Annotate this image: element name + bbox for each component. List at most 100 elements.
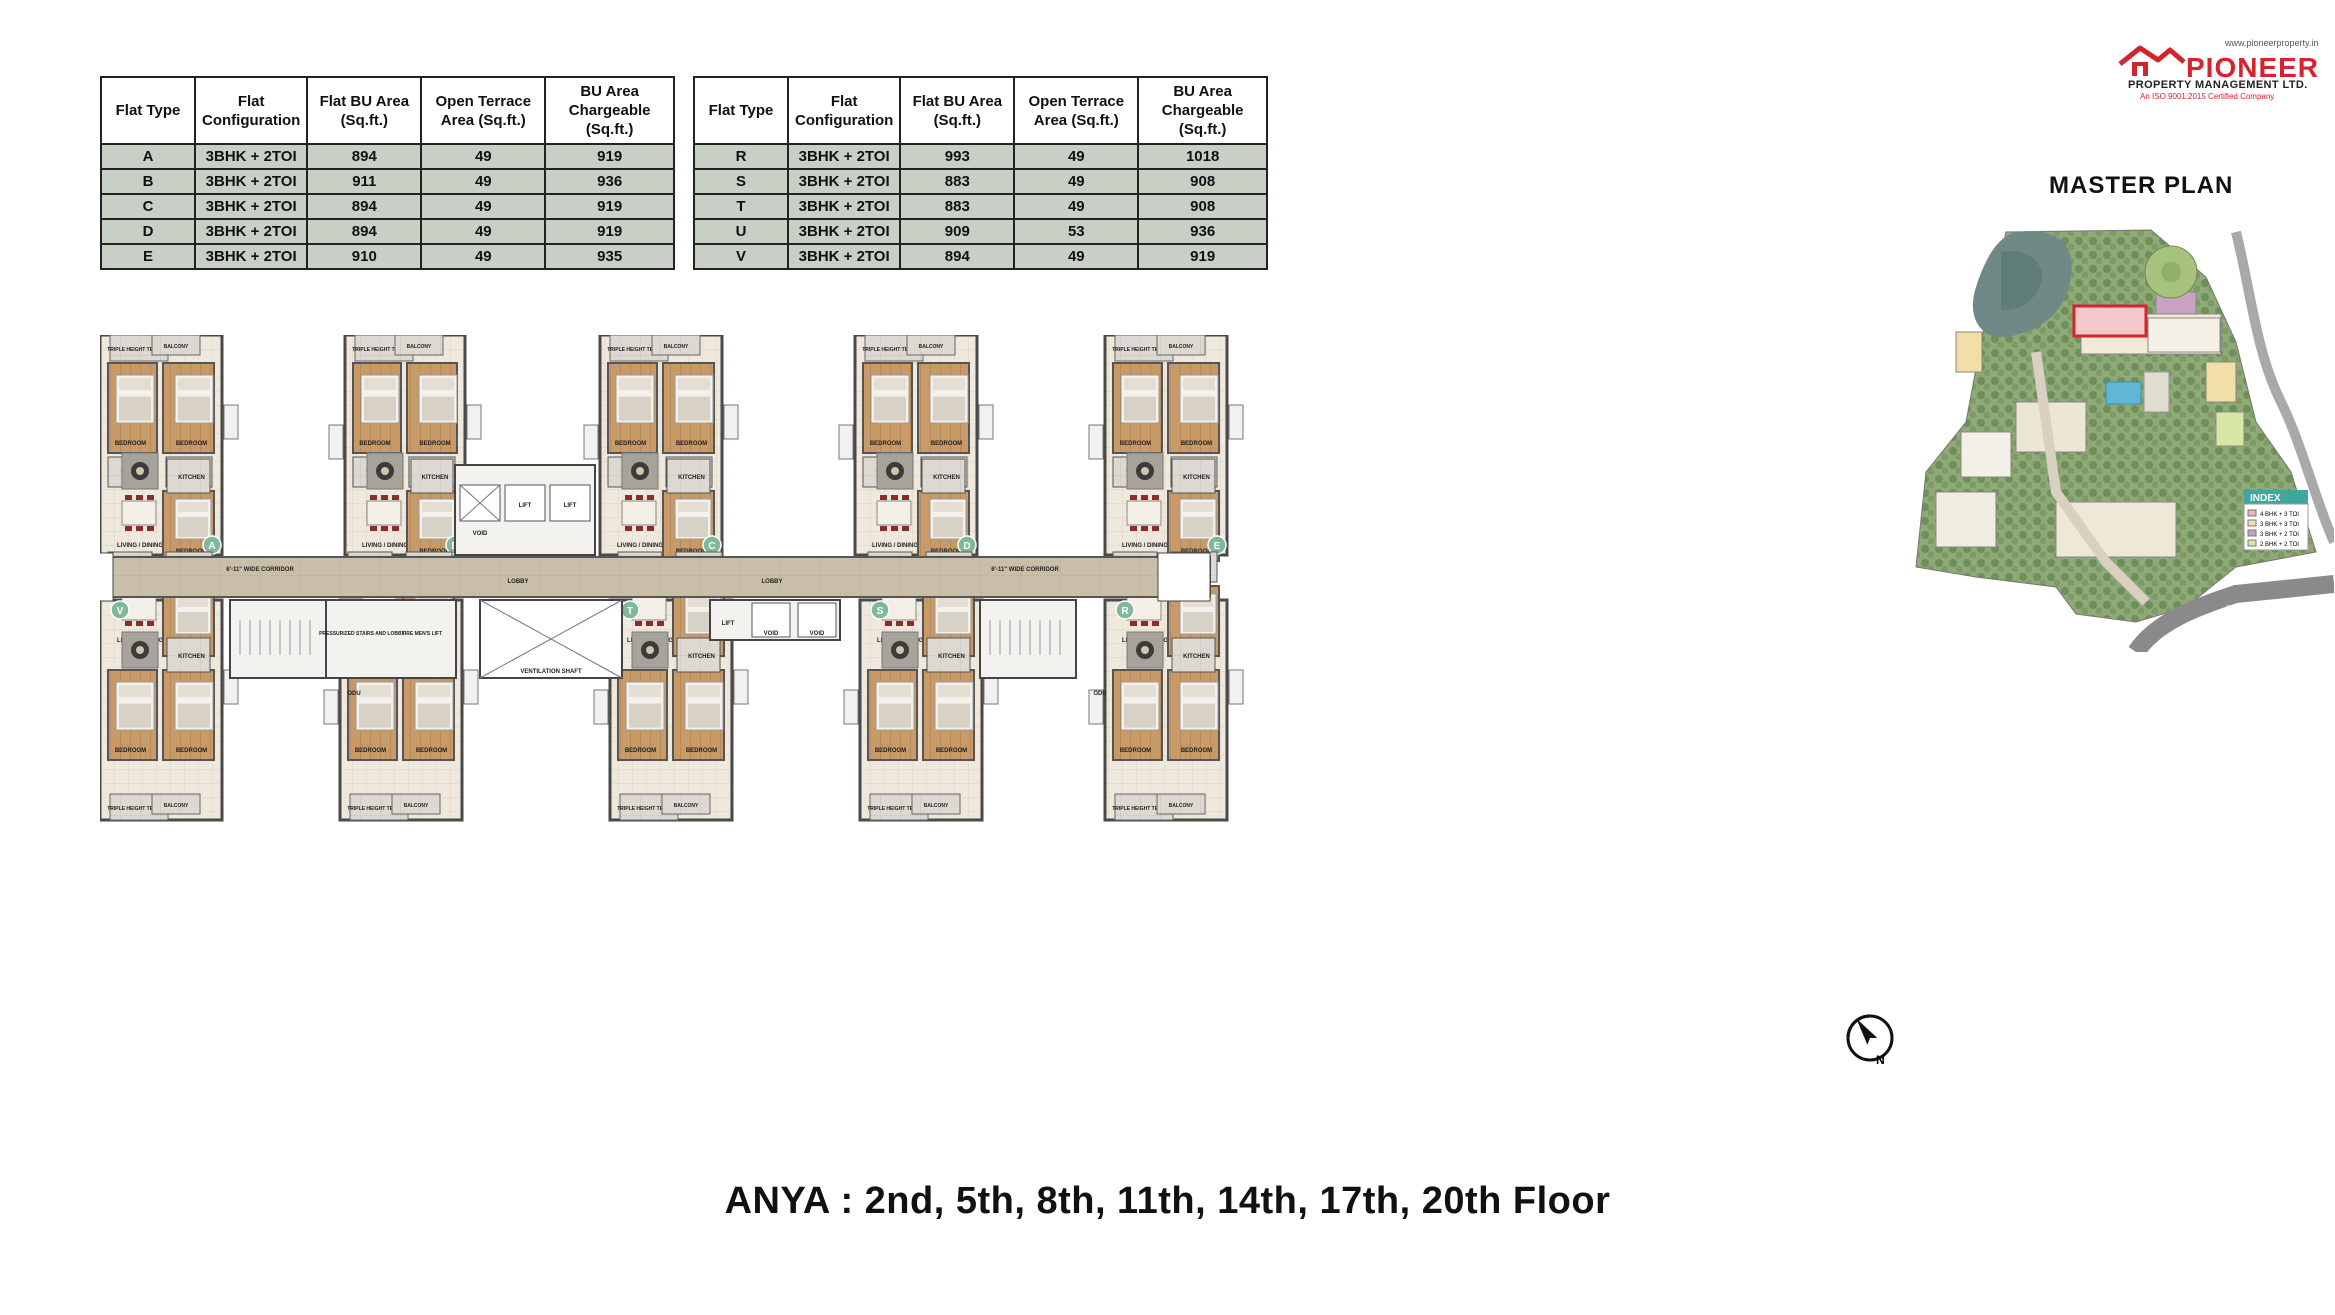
chair xyxy=(1130,495,1137,500)
coffee-table-top xyxy=(381,467,389,475)
terrace-label: TRIPLE HEIGHT TERRACE xyxy=(867,806,931,812)
blanket xyxy=(678,396,710,421)
odu xyxy=(978,404,994,440)
living-label: LIVING / DINING xyxy=(1122,543,1168,549)
balcony xyxy=(391,793,441,815)
bedroom-label: BEDROOM xyxy=(115,748,146,754)
house-logo-icon xyxy=(2118,45,2186,76)
odu-label: ODU xyxy=(1093,691,1106,697)
header-open-terrace: Open Terrace Area (Sq.ft.) xyxy=(1013,76,1140,145)
flat-area-table-right: Flat Type Flat Configuration Flat BU Are… xyxy=(693,76,1268,270)
cell-config: 3BHK + 2TOI xyxy=(193,193,309,220)
chair xyxy=(657,621,664,626)
chair xyxy=(647,526,654,531)
coffee-table-top xyxy=(1141,467,1149,475)
pillow xyxy=(1124,378,1156,390)
lobby-label: LOBBY xyxy=(508,579,529,585)
cell-terrace: 53 xyxy=(1013,218,1140,245)
chair xyxy=(136,526,143,531)
header-flat-configuration: Flat Configuration xyxy=(786,76,902,145)
blanket xyxy=(1183,396,1215,421)
kitchen-label: KITCHEN xyxy=(1183,654,1210,660)
terrace-label: TRIPLE HEIGHT TERRACE xyxy=(617,806,681,812)
cell-config: 3BHK + 2TOI xyxy=(193,218,309,245)
index-item: 3 BHK + 3 TOI xyxy=(2260,522,2299,528)
index-title: INDEX xyxy=(2250,493,2281,504)
blanket xyxy=(1124,703,1156,728)
cell-bu: 909 xyxy=(899,218,1016,245)
corridor-left-label: 6'-11" WIDE CORRIDOR xyxy=(226,567,294,573)
blanket xyxy=(933,396,965,421)
chair xyxy=(1152,495,1159,500)
header-bu-chargeable: BU Area Chargeable (Sq.ft.) xyxy=(1137,76,1268,145)
balcony-label: BALCONY xyxy=(407,344,432,350)
dining-table xyxy=(1126,500,1162,526)
balcony xyxy=(911,793,961,815)
odu xyxy=(583,424,599,460)
blanket xyxy=(879,703,911,728)
cell-charge: 935 xyxy=(544,243,675,270)
kitchen-label: KITCHEN xyxy=(178,475,205,481)
cell-bu: 993 xyxy=(899,143,1016,170)
kitchen-label: KITCHEN xyxy=(422,475,449,481)
dining-table xyxy=(876,500,912,526)
chair xyxy=(125,621,132,626)
floor-caption: ANYA : 2nd, 5th, 8th, 11th, 14th, 17th, … xyxy=(724,1180,1611,1222)
odu xyxy=(838,424,854,460)
index-swatch xyxy=(2247,509,2257,517)
chair xyxy=(370,495,377,500)
kitchen xyxy=(1171,637,1216,673)
odu xyxy=(223,404,239,440)
kitchen-label: KITCHEN xyxy=(1183,475,1210,481)
logo-url: www.pioneerproperty.in xyxy=(2225,38,2319,48)
blanket xyxy=(422,517,452,537)
living-label: LIVING / DINING xyxy=(872,543,918,549)
cell-type: D xyxy=(100,218,196,245)
cell-type: T xyxy=(693,193,789,220)
bedroom-label: BEDROOM xyxy=(1181,441,1212,447)
balcony xyxy=(1156,793,1206,815)
cell-charge: 908 xyxy=(1137,168,1268,195)
odu xyxy=(463,669,479,705)
pillow xyxy=(178,597,208,607)
chair xyxy=(1141,495,1148,500)
blanket xyxy=(629,703,661,728)
bedroom-label: BEDROOM xyxy=(625,748,656,754)
bedroom-label: BEDROOM xyxy=(1120,748,1151,754)
pillow xyxy=(938,597,968,607)
odu xyxy=(593,689,609,725)
odu xyxy=(466,404,482,440)
chair xyxy=(902,526,909,531)
cell-config: 3BHK + 2TOI xyxy=(193,243,309,270)
pillow xyxy=(178,378,210,390)
blanket xyxy=(359,703,391,728)
odu xyxy=(733,669,749,705)
blanket xyxy=(1183,703,1215,728)
kitchen xyxy=(410,458,454,494)
header-bu-chargeable: BU Area Chargeable (Sq.ft.) xyxy=(544,76,675,145)
dining-table xyxy=(121,500,157,526)
unit-marker-label: E xyxy=(1214,541,1221,552)
pillow xyxy=(688,597,718,607)
pillow xyxy=(119,685,151,697)
chair xyxy=(370,526,377,531)
chair xyxy=(635,621,642,626)
cell-terrace: 49 xyxy=(420,243,547,270)
cell-terrace: 49 xyxy=(420,168,547,195)
kitchen-label: KITCHEN xyxy=(938,654,965,660)
cell-type: A xyxy=(100,143,196,170)
chair xyxy=(1152,526,1159,531)
kitchen-label: KITCHEN xyxy=(678,475,705,481)
unit-marker-label: C xyxy=(708,541,715,552)
void-cross xyxy=(459,484,501,522)
chair xyxy=(880,495,887,500)
balcony xyxy=(661,793,711,815)
pillow xyxy=(879,685,911,697)
cell-bu: 894 xyxy=(306,193,423,220)
cell-terrace: 49 xyxy=(420,193,547,220)
chair xyxy=(136,621,143,626)
lift-box xyxy=(549,484,591,522)
